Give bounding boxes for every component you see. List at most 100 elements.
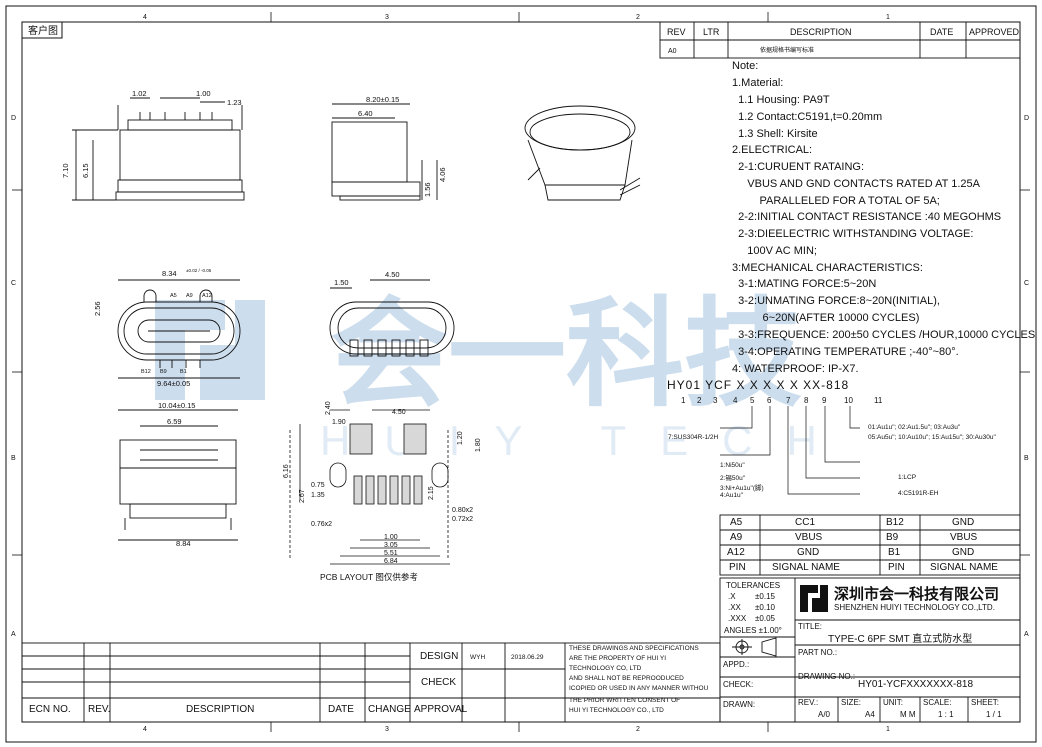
code-option: 1:Ni50u"	[720, 462, 745, 469]
pin-id: PIN	[729, 562, 746, 573]
connector-front-view	[72, 97, 245, 201]
dim-label: 2.15	[428, 486, 435, 500]
dim-label: 1.90	[332, 419, 346, 426]
pin-label: B12	[141, 369, 151, 375]
designer-name: WYH	[470, 654, 486, 661]
note-line: 1.1 Housing: PA9T	[732, 94, 830, 106]
drawing-no: HY01-YCFXXXXXXX-818	[858, 679, 974, 690]
tolerance-value: ±0.10	[755, 603, 775, 612]
unit-label: UNIT:	[883, 698, 903, 707]
dim-label: 3.05	[384, 542, 398, 549]
position-number: 11	[874, 396, 883, 405]
size-label: SIZE:	[841, 698, 862, 707]
note-line: 3-4:OPERATING TEMPERATURE ;-40°~80°.	[732, 346, 959, 358]
code-option: 05:Au5u"; 10:Au10u"; 15:Au15u"; 30:Au30u…	[868, 434, 996, 441]
approval-block	[21, 642, 721, 723]
note-line: Note:	[732, 60, 759, 72]
tolerance-key: .XX	[728, 603, 741, 612]
rev-value: A0	[668, 48, 677, 55]
dim-label: 8.84	[176, 539, 191, 548]
dim-label: 10.04±0.15	[158, 401, 195, 410]
position-number: 8	[804, 396, 809, 405]
note-line: VBUS AND GND CONTACTS RATED AT 1.25A	[732, 178, 980, 190]
tolerance-angles: ANGLES ±1.00°	[724, 626, 782, 635]
signal-name: GND	[952, 547, 975, 558]
rev-header: REV.	[88, 704, 111, 715]
signal-name: VBUS	[795, 532, 823, 543]
position-number: 9	[822, 396, 827, 405]
sheet-label: SHEET:	[971, 698, 1000, 707]
rev-header: REV	[667, 27, 686, 37]
row-label: A	[11, 631, 16, 638]
dim-label: 5.51	[384, 550, 398, 557]
dim-label: 4.06	[438, 167, 447, 182]
dim-label: 0.76x2	[311, 521, 332, 528]
change-header: CHANGE	[368, 704, 411, 715]
pin-label: B1	[180, 369, 187, 375]
dim-label: 1.00	[196, 89, 211, 98]
note-line: 1.2 Contact:C5191,t=0.20mm	[732, 111, 883, 123]
note-line: 1.Material:	[732, 77, 784, 89]
check-label: CHECK:	[723, 680, 754, 689]
dim-label: 4.50	[385, 270, 400, 279]
title-value: TYPE-C 6PF SMT 直立式防水型	[828, 634, 973, 645]
title-block	[719, 577, 1021, 723]
row-label: B	[11, 455, 16, 462]
tolerance-key: .X	[728, 592, 736, 601]
rev-value: A/0	[818, 710, 831, 719]
tolerances-title: TOLERANCES	[726, 581, 781, 590]
copyright-line: TECHNOLOGY CO, LTD	[569, 665, 642, 672]
drawing-no-label: DRAWING NO.:	[798, 672, 856, 681]
tolerance-value: ±0.05	[755, 614, 775, 623]
dim-label: 2.67	[299, 489, 306, 503]
pin-id: B1	[888, 547, 901, 558]
pin-label: A12	[202, 293, 212, 299]
col-label: 1	[886, 14, 890, 21]
note-line: 1.3 Shell: Kirsite	[732, 128, 818, 140]
description-value: 依据规格书编写标准	[760, 46, 814, 54]
col-label: 4	[143, 14, 147, 21]
tolerance-value: ±0.15	[755, 592, 775, 601]
ltr-header: LTR	[703, 27, 720, 37]
dim-label: 0.80x2	[452, 507, 473, 514]
signal-name: CC1	[795, 517, 816, 528]
note-line: 2.ELECTRICAL:	[732, 144, 813, 156]
sheet-value: 1 / 1	[986, 710, 1002, 719]
dim-label: 6.16	[283, 464, 290, 478]
position-number: 1	[681, 396, 686, 405]
approved-header: APPROVED	[969, 27, 1020, 37]
date-header: DATE	[328, 704, 354, 715]
note-line: 6~20N(AFTER 10000 CYCLES)	[732, 312, 920, 324]
note-line: 2-3:DIEELECTRIC WITHSTANDING VOLTAGE:	[732, 228, 974, 240]
customer-label: 客户图	[28, 24, 58, 37]
note-line: 2-2:INITIAL CONTACT RESISTANCE :40 MEGOH…	[732, 211, 1002, 223]
note-line: 3-2:UNMATING FORCE:8~20N(INITIAL),	[732, 295, 940, 307]
signal-name: GND	[952, 517, 975, 528]
copyright-line: ICOPIED OR USED IN ANY MANNER WITHOU	[569, 685, 709, 692]
code-option: 3:Ni+Au1u"(脚)	[720, 485, 764, 492]
row-label: B	[1024, 455, 1029, 462]
copyright-line: THESE DRAWINGS AND SPECIFICATIONS	[569, 645, 699, 652]
note-line: 4: WATERPROOF: IP-X7.	[732, 363, 859, 375]
tolerance-key: .XXX	[728, 614, 747, 623]
watermark-text-cn: 会一科技	[330, 289, 802, 421]
unit-value: M M	[900, 710, 916, 719]
pin-id: B12	[886, 517, 904, 528]
dim-label: 1.35	[311, 492, 325, 499]
projection-symbol	[732, 637, 777, 657]
row-label: C	[1024, 280, 1029, 287]
note-line: 3:MECHANICAL CHARACTERISTICS:	[732, 262, 923, 274]
dim-label: 1.00	[384, 534, 398, 541]
dim-label: 0.75	[311, 482, 325, 489]
col-label: 4	[143, 726, 147, 733]
part-no-label: PART NO.:	[798, 648, 838, 657]
note-line: 100V AC MIN;	[732, 245, 817, 257]
dim-label: 1.23	[227, 98, 242, 107]
copyright-line: AND SHALL NOT BE REPROODUCED	[569, 675, 684, 682]
position-number: 7	[786, 396, 791, 405]
pin-id: PIN	[888, 562, 905, 573]
connector-bottom-view	[329, 279, 455, 357]
dim-label: 1.50	[334, 278, 349, 287]
appd-label: APPD.:	[723, 660, 750, 669]
note-line: 3-3:FREQUENCE: 200±50 CYCLES /HOUR,10000…	[732, 329, 1036, 341]
